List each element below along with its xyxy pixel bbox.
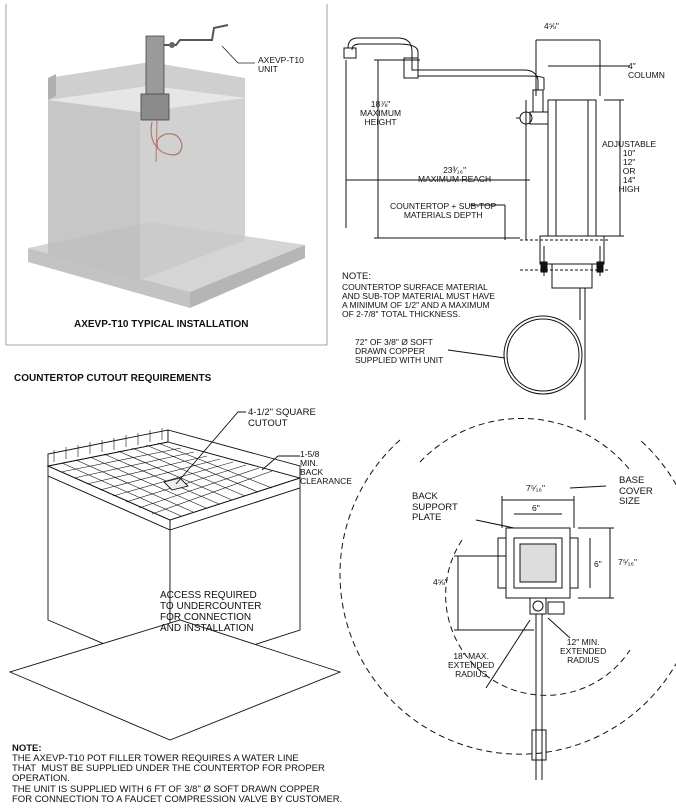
min-radius-label: 12" MIN. EXTENDED RADIUS bbox=[560, 637, 607, 665]
dim-top-outer: 7⁵⁄₁₆" bbox=[526, 483, 545, 493]
dim-top-inner: 6" bbox=[532, 503, 540, 513]
dim-right-outer: 7⁵⁄₁₆" bbox=[618, 557, 637, 567]
max-height-label: 18⅞" MAXIMUM HEIGHT bbox=[360, 99, 402, 127]
max-radius-arc bbox=[339, 439, 676, 755]
valve-body bbox=[529, 111, 549, 125]
square-cutout-label: 4-1/2" SQUARE CUTOUT bbox=[248, 407, 316, 429]
column-label: 4" COLUMN bbox=[628, 61, 665, 80]
typical-installation-illustration bbox=[28, 24, 305, 308]
bottom-note-line-2: THAT MUST BE SUPPLIED UNDER THE COUNTERT… bbox=[12, 763, 325, 774]
typical-installation-caption: AXEVP-T10 TYPICAL INSTALLATION bbox=[74, 319, 249, 330]
countertop-cutout-illustration bbox=[8, 411, 342, 741]
materials-depth-label: COUNTERTOP + SUB-TOP MATERIALS DEPTH bbox=[390, 201, 497, 220]
tower-column bbox=[547, 99, 597, 237]
bottom-note-line-1: THE AXEVP-T10 POT FILLER TOWER REQUIRES … bbox=[12, 753, 299, 764]
plan-view bbox=[339, 417, 676, 780]
copper-label: 72" OF 3/8" Ø SOFT DRAWN COPPER SUPPLIED… bbox=[355, 337, 444, 365]
side-elevation-view bbox=[343, 37, 630, 420]
adjustable-label: ADJUSTABLE 10" 12" OR 14" HIGH bbox=[602, 139, 657, 194]
unit-callout: AXEVP-T10 UNIT bbox=[258, 55, 304, 74]
back-clearance-label: 1-5/8 MIN. BACK CLEARANCE bbox=[300, 449, 352, 486]
dim-left: 4⅝" bbox=[433, 577, 448, 587]
bottom-note-title: NOTE: bbox=[12, 743, 42, 754]
dim-top-width: 4⅝" bbox=[544, 21, 559, 31]
elevation-note-body: COUNTERTOP SURFACE MATERIAL AND SUB-TOP … bbox=[342, 282, 495, 319]
spout-arm bbox=[347, 37, 539, 90]
base-cover-size-label: BASE COVER SIZE bbox=[619, 475, 653, 507]
max-radius-label: 18" MAX. EXTENDED RADIUS bbox=[448, 651, 495, 679]
elevation-note-title: NOTE: bbox=[342, 271, 372, 282]
bottom-note-line-4: THE UNIT IS SUPPLIED WITH 6 FT OF 3/8" Ø… bbox=[12, 784, 320, 795]
max-reach-label: 23³⁄₁₆" MAXIMUM REACH bbox=[418, 165, 492, 184]
bottom-note-line-5: FOR CONNECTION TO A FAUCET COMPRESSION V… bbox=[12, 794, 343, 805]
back-support-plate-label: BACK SUPPORT PLATE bbox=[412, 491, 458, 523]
copper-coil bbox=[503, 315, 583, 395]
bottom-note-line-3: OPERATION. bbox=[12, 773, 70, 784]
dim-right-inner: 6" bbox=[594, 559, 602, 569]
access-required-text: ACCESS REQUIRED TO UNDERCOUNTER FOR CONN… bbox=[160, 590, 262, 634]
cutout-heading: COUNTERTOP CUTOUT REQUIREMENTS bbox=[14, 373, 212, 384]
